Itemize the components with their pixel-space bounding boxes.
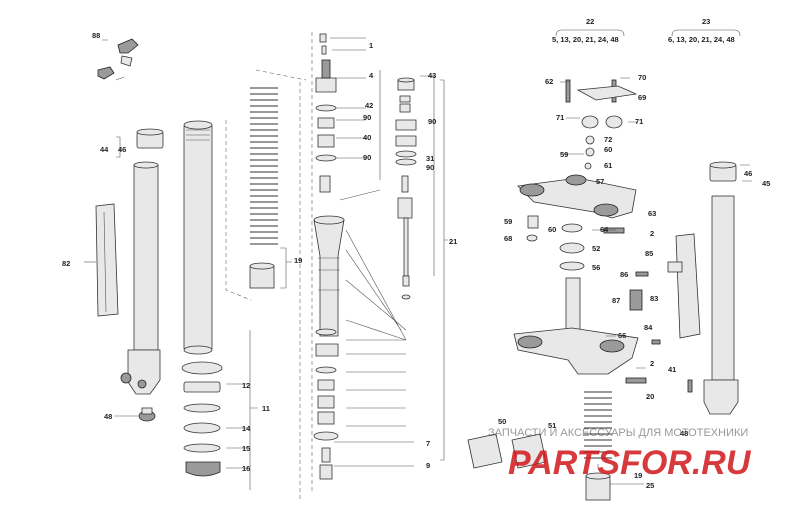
label-14: 14 <box>242 424 251 433</box>
label-31: 31 <box>426 154 434 163</box>
label-88: 88 <box>92 31 100 40</box>
part-48-bolt-left <box>138 407 156 422</box>
watermark: ЗАПЧАСТИ И АКСЕССУАРЫ ДЛЯ МОТОТЕХНИКИ PA… <box>488 427 752 482</box>
part-15-clip <box>183 443 221 453</box>
header-22-parts: 5, 13, 20, 21, 24, 48 <box>552 35 619 44</box>
label-71-b: 71 <box>635 117 643 126</box>
label-56: 56 <box>592 263 600 272</box>
label-46-left: 46 <box>118 145 126 154</box>
callout-labels: 1 4 43 42 90 90 40 90 31 90 21 7 9 88 44… <box>62 17 770 490</box>
label-51: 51 <box>548 421 556 430</box>
label-61: 61 <box>604 161 612 170</box>
label-43: 43 <box>428 71 436 80</box>
label-21: 21 <box>449 237 457 246</box>
watermark-caption: ЗАПЧАСТИ И АКСЕССУАРЫ ДЛЯ МОТОТЕХНИКИ <box>488 427 748 439</box>
part-16-seal <box>185 461 221 477</box>
label-69: 69 <box>638 93 646 102</box>
label-46-right: 46 <box>744 169 752 178</box>
header-22-number: 22 <box>586 17 594 26</box>
label-68: 68 <box>504 234 512 243</box>
label-60-a: 60 <box>604 145 612 154</box>
label-70: 70 <box>638 73 646 82</box>
label-59-b: 59 <box>504 217 512 226</box>
part-19-spring-left <box>249 87 278 289</box>
part-ring-12a <box>181 361 223 375</box>
label-90-a: 90 <box>363 113 371 122</box>
part-12-bushing <box>183 381 221 393</box>
label-57: 57 <box>596 177 604 186</box>
label-15: 15 <box>242 444 250 453</box>
label-44: 44 <box>100 145 109 154</box>
part-82-fork-leg <box>120 161 161 395</box>
center-leader-lines <box>84 37 448 490</box>
label-12: 12 <box>242 381 250 390</box>
label-45: 45 <box>762 179 770 188</box>
header-23-parts: 6, 13, 20, 21, 24, 48 <box>668 35 735 44</box>
label-62: 62 <box>545 77 553 86</box>
label-2-b: 2 <box>650 359 654 368</box>
label-4: 4 <box>369 71 374 80</box>
label-85: 85 <box>645 249 653 258</box>
part-ring-11 <box>183 403 221 413</box>
label-40: 40 <box>363 133 371 142</box>
label-50: 50 <box>498 417 506 426</box>
label-60-b: 60 <box>548 225 556 234</box>
label-48-right: 48 <box>680 429 688 438</box>
label-72: 72 <box>604 135 612 144</box>
label-83: 83 <box>650 294 658 303</box>
cartridge-group <box>311 32 345 492</box>
label-48-left: 48 <box>104 412 112 421</box>
label-2-a: 2 <box>650 229 654 238</box>
label-59-a: 59 <box>560 150 568 159</box>
watermark-logo: PARTSFOR.RU <box>508 444 752 482</box>
label-87: 87 <box>612 296 620 305</box>
label-86: 86 <box>620 270 628 279</box>
label-90-d: 90 <box>426 163 434 172</box>
label-82: 82 <box>62 259 70 268</box>
left-fork-leg-group <box>95 38 164 422</box>
part-14-washer <box>183 422 221 434</box>
label-41: 41 <box>668 365 676 374</box>
label-25: 25 <box>646 481 654 490</box>
label-19-left: 19 <box>294 256 302 265</box>
label-42: 42 <box>365 101 373 110</box>
label-16: 16 <box>242 464 250 473</box>
part-46-cap-left <box>136 128 164 149</box>
label-19-right: 19 <box>634 471 642 480</box>
right-assembly-group <box>467 29 752 501</box>
label-20: 20 <box>646 392 654 401</box>
label-11: 11 <box>262 404 270 413</box>
damper-parts-group <box>379 70 435 300</box>
part-82-guard <box>95 203 119 317</box>
part-88-bracket <box>97 38 139 81</box>
label-63: 63 <box>648 209 656 218</box>
label-90-b: 90 <box>428 117 436 126</box>
label-9: 9 <box>426 461 430 470</box>
header-23-number: 23 <box>702 17 710 26</box>
label-66: 66 <box>618 331 626 340</box>
label-7: 7 <box>426 439 430 448</box>
label-84: 84 <box>644 323 653 332</box>
label-71-a: 71 <box>556 113 564 122</box>
label-52: 52 <box>592 244 600 253</box>
label-1: 1 <box>369 41 373 50</box>
label-64: 64 <box>600 225 609 234</box>
label-90-c: 90 <box>363 153 371 162</box>
inner-tube-group <box>181 69 307 502</box>
